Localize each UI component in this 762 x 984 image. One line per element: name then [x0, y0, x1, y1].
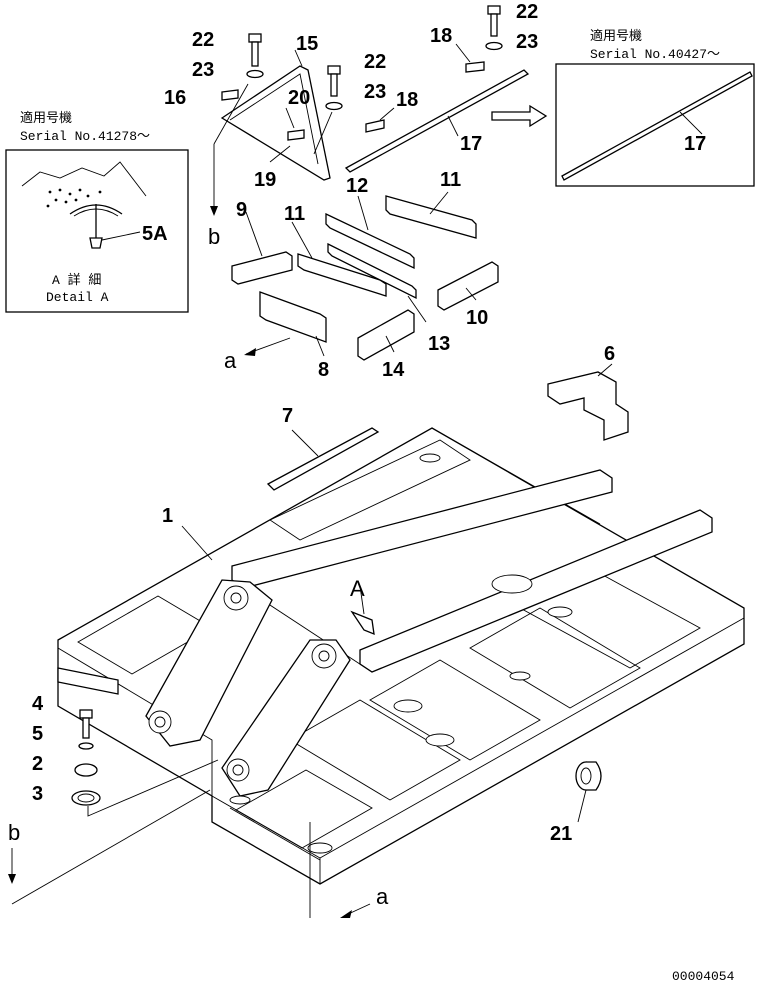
- callout-18b: 18: [430, 25, 452, 47]
- detail-a-frame: [5, 149, 189, 313]
- callout-2: 2: [32, 753, 43, 775]
- pad-9: [231, 251, 293, 285]
- callout-17b: 17: [684, 133, 706, 155]
- bolt-4-shank: [82, 717, 90, 739]
- callout-17a: 17: [460, 133, 482, 155]
- strip-7: [266, 427, 380, 491]
- detail-a-outline: [21, 161, 147, 197]
- callout-13: 13: [428, 333, 450, 355]
- detail-a-inset: 適用号機 Serial No.41278～ 5A A 詳 細 Detail A: [5, 110, 189, 313]
- cover-plate-19: [220, 65, 331, 181]
- callout-12: 12: [346, 175, 368, 197]
- callout-22a: 22: [192, 29, 214, 51]
- detail-17-plate: [561, 71, 753, 181]
- view-label-b-left: b: [8, 820, 20, 845]
- detail-a-applicable-label: 適用号機: [20, 110, 72, 126]
- detail-a-title-en: Detail A: [46, 290, 109, 305]
- callout-14: 14: [382, 359, 405, 381]
- bolt-22-right: [485, 5, 503, 51]
- shim-16: [221, 89, 239, 101]
- view-label-a-bottom: a: [376, 884, 389, 909]
- callout-4: 4: [32, 693, 44, 715]
- callout-9: 9: [236, 199, 247, 221]
- detail-a-plug: [89, 237, 103, 249]
- shim-18-left: [365, 119, 385, 133]
- pad-14: [357, 309, 415, 361]
- view-label-b-top: b: [208, 224, 220, 249]
- beam-left: [231, 469, 613, 589]
- pad-8: [259, 291, 327, 343]
- detail-17-frame: [555, 63, 755, 187]
- bolt-4-head: [79, 709, 93, 719]
- pin-parts: [71, 709, 602, 823]
- bay-center: [289, 699, 461, 801]
- callout-8: 8: [318, 359, 329, 381]
- bolt-22-left: [246, 33, 264, 79]
- washer-5: [78, 742, 94, 750]
- callout-20: 20: [288, 87, 310, 109]
- view-label-a-left: a: [224, 348, 237, 373]
- detail-17-inset: 適用号機 Serial No.40427～ 17: [491, 28, 755, 187]
- callout-11a: 11: [284, 203, 305, 225]
- callout-1: 1: [162, 505, 173, 527]
- pad-10: [437, 261, 499, 311]
- detail-17-serial-label: Serial No.40427～: [590, 47, 720, 62]
- shim-18-right: [465, 61, 485, 73]
- callout-3: 3: [32, 783, 43, 805]
- callout-23c: 23: [516, 31, 538, 53]
- shim-20: [287, 129, 305, 141]
- pad-12: [325, 212, 415, 270]
- callout-23b: 23: [364, 81, 386, 103]
- detail-17-arrow: [491, 104, 548, 128]
- callout-6: 6: [604, 343, 615, 365]
- detail-a-serial-label: Serial No.41278～: [20, 129, 150, 144]
- wear-pads-group: [231, 191, 499, 361]
- pad-11-right: [385, 195, 477, 239]
- bolt-22-middle: [325, 65, 343, 111]
- cover-plate-17: [344, 69, 530, 173]
- cover-plate-group: [210, 5, 530, 216]
- callout-22c: 22: [516, 1, 538, 23]
- plate-2: [74, 763, 98, 777]
- boom-bracket-left: [145, 579, 273, 747]
- detail-a-bolt-holes: [46, 188, 102, 208]
- bay-front: [235, 769, 373, 849]
- callout-5: 5: [32, 723, 43, 745]
- view-label-A: A: [350, 576, 365, 601]
- detail-17-applicable-label: 適用号機: [590, 28, 642, 44]
- callout-5a: 5A: [142, 223, 168, 245]
- main-frame: [57, 427, 745, 885]
- callout-23a: 23: [192, 59, 214, 81]
- callout-11b: 11: [440, 169, 461, 191]
- callout-16: 16: [164, 87, 186, 109]
- bushing-21: [575, 761, 602, 791]
- block-6: [547, 371, 629, 441]
- pad-13: [327, 242, 417, 300]
- step-left: [57, 667, 119, 695]
- callout-21: 21: [550, 823, 572, 845]
- callout-18a: 18: [396, 89, 418, 111]
- callout-15: 15: [296, 33, 318, 55]
- bay-right: [469, 607, 641, 709]
- view-arrow-A: [350, 610, 375, 636]
- callout-22b: 22: [364, 51, 386, 73]
- callout-7: 7: [282, 405, 293, 427]
- drawing-number: 00004054: [672, 969, 735, 984]
- callout-19: 19: [254, 169, 276, 191]
- detail-a-title-jp: A 詳 細: [52, 272, 101, 288]
- callout-10: 10: [466, 307, 488, 329]
